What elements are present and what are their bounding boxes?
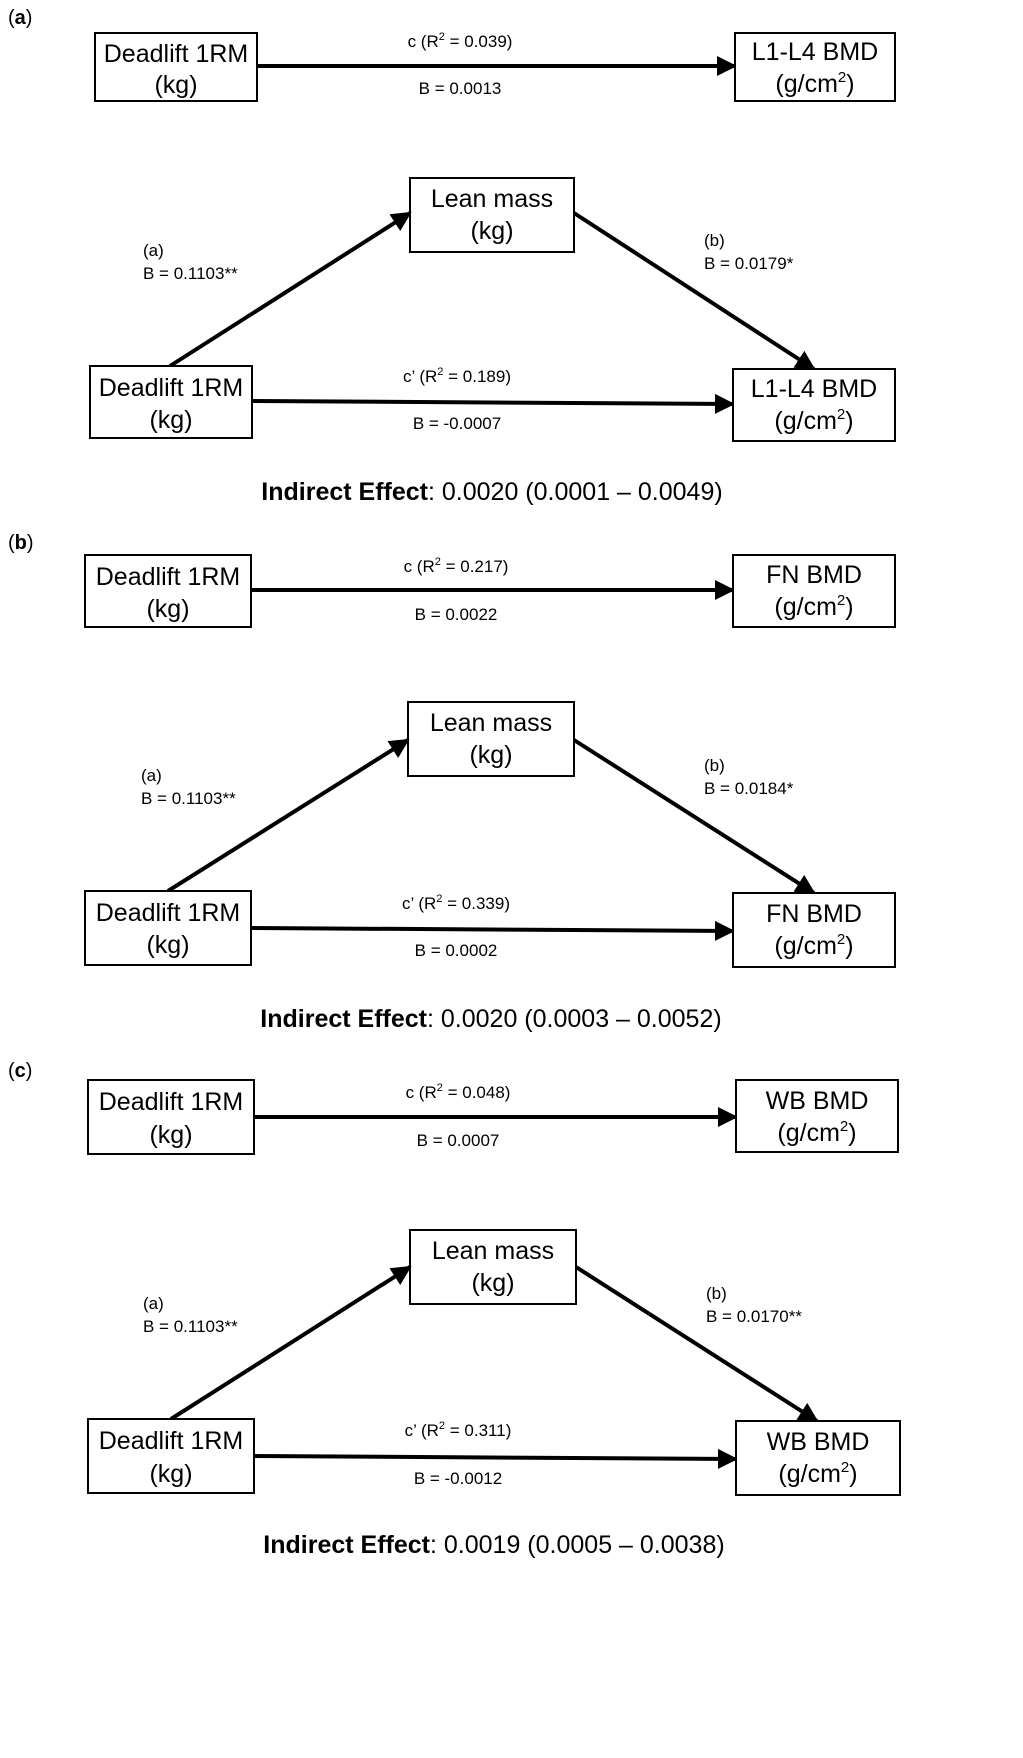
- path-c-prime-label: c’ (R2 = 0.339): [402, 893, 510, 913]
- indirect-effect: Indirect Effect: 0.0020 (0.0003 – 0.0052…: [260, 1005, 721, 1033]
- deadlift-box: Deadlift 1RM (kg): [94, 32, 258, 102]
- path-a-coefficient: B = 0.1103**: [141, 789, 236, 808]
- svg-text:(kg): (kg): [149, 1121, 192, 1149]
- panel-label: (c): [8, 1060, 32, 1082]
- path-b-coefficient: B = 0.0184*: [704, 779, 794, 798]
- path-a-label: (a): [143, 241, 164, 260]
- svg-text:Lean mass: Lean mass: [431, 185, 553, 213]
- svg-text:Lean mass: Lean mass: [430, 709, 552, 737]
- lean-mass-box: Lean mass (kg): [407, 701, 575, 777]
- path-c-coefficient: B = 0.0007: [417, 1131, 500, 1150]
- svg-text:Deadlift 1RM: Deadlift 1RM: [104, 40, 249, 68]
- svg-text:(g/cm2): (g/cm2): [778, 1459, 857, 1488]
- svg-text:WB BMD: WB BMD: [766, 1087, 869, 1115]
- path-b-label: (b): [704, 756, 725, 775]
- svg-text:L1-L4 BMD: L1-L4 BMD: [752, 38, 878, 66]
- path-b-coefficient: B = 0.0179*: [704, 254, 794, 273]
- svg-text:Deadlift 1RM: Deadlift 1RM: [99, 1088, 244, 1116]
- deadlift-box: Deadlift 1RM (kg): [84, 890, 252, 966]
- svg-text:FN BMD: FN BMD: [766, 561, 862, 589]
- path-b-label: (b): [704, 231, 725, 250]
- svg-text:Deadlift 1RM: Deadlift 1RM: [99, 374, 244, 402]
- path-c-prime-arrow: [251, 393, 735, 414]
- path-c-label: c (R2 = 0.039): [408, 31, 513, 51]
- svg-text:Deadlift 1RM: Deadlift 1RM: [99, 1427, 244, 1455]
- bmd-box: FN BMD (g/cm2): [732, 892, 896, 968]
- bmd-box: WB BMD (g/cm2): [735, 1420, 901, 1496]
- path-b-label: (b): [706, 1284, 727, 1303]
- svg-text:(g/cm2): (g/cm2): [774, 931, 853, 960]
- path-a-coefficient: B = 0.1103**: [143, 1317, 238, 1336]
- path-c-prime-coefficient: B = -0.0012: [414, 1469, 502, 1488]
- path-a-label: (a): [143, 1294, 164, 1313]
- svg-text:Deadlift 1RM: Deadlift 1RM: [96, 563, 241, 591]
- path-c-prime-label: c’ (R2 = 0.311): [405, 1420, 512, 1440]
- path-b-arrow: [574, 1265, 819, 1423]
- svg-text:(kg): (kg): [146, 931, 189, 959]
- panel-label: (a): [8, 7, 32, 29]
- path-c-prime-coefficient: B = -0.0007: [413, 414, 501, 433]
- panel-c: (c) Deadlift 1RM (kg) c (R2 = 0.048) B =…: [8, 1060, 901, 1559]
- bmd-box: FN BMD (g/cm2): [732, 554, 896, 628]
- svg-text:Deadlift 1RM: Deadlift 1RM: [96, 899, 241, 927]
- path-a-arrow: [166, 738, 410, 893]
- path-c-label: c (R2 = 0.217): [404, 556, 509, 576]
- lean-mass-box: Lean mass (kg): [409, 1229, 577, 1305]
- path-b-coefficient: B = 0.0170**: [706, 1307, 802, 1326]
- path-c-prime-coefficient: B = 0.0002: [415, 941, 498, 960]
- svg-text:(kg): (kg): [470, 217, 513, 245]
- svg-text:(g/cm2): (g/cm2): [777, 1118, 856, 1147]
- panel-label: (b): [8, 532, 34, 554]
- svg-text:Lean mass: Lean mass: [432, 1237, 554, 1265]
- path-a-label: (a): [141, 766, 162, 785]
- path-b-arrow: [572, 738, 816, 895]
- bmd-box: WB BMD (g/cm2): [735, 1079, 899, 1153]
- path-c-prime-label: c’ (R2 = 0.189): [403, 366, 511, 386]
- bmd-box: L1-L4 BMD (g/cm2): [734, 32, 896, 102]
- svg-text:(g/cm2): (g/cm2): [775, 69, 854, 98]
- deadlift-box: Deadlift 1RM (kg): [87, 1079, 255, 1155]
- panel-b: (b) Deadlift 1RM (kg) c (R2 = 0.217) B =…: [8, 532, 896, 1033]
- path-a-coefficient: B = 0.1103**: [143, 264, 238, 283]
- path-a-arrow: [169, 1265, 412, 1421]
- deadlift-box: Deadlift 1RM (kg): [89, 365, 253, 439]
- svg-text:(kg): (kg): [149, 1460, 192, 1488]
- svg-text:(kg): (kg): [149, 406, 192, 434]
- svg-text:(kg): (kg): [154, 71, 197, 99]
- path-c-coefficient: B = 0.0013: [419, 79, 502, 98]
- path-c-coefficient: B = 0.0022: [415, 605, 498, 624]
- indirect-effect: Indirect Effect: 0.0020 (0.0001 – 0.0049…: [261, 478, 722, 506]
- svg-text:(kg): (kg): [471, 1269, 514, 1297]
- svg-text:(kg): (kg): [146, 595, 189, 623]
- path-c-prime-arrow: [250, 920, 735, 941]
- lean-mass-box: Lean mass (kg): [409, 177, 575, 253]
- path-b-arrow: [572, 211, 816, 371]
- path-a-arrow: [168, 211, 412, 368]
- path-c-prime-arrow: [253, 1448, 738, 1469]
- bmd-box: L1-L4 BMD (g/cm2): [732, 368, 896, 442]
- svg-text:WB BMD: WB BMD: [767, 1428, 870, 1456]
- svg-text:(kg): (kg): [469, 741, 512, 769]
- panel-a: (a) Deadlift 1RM (kg) c (R2 = 0.039) B =…: [8, 7, 896, 506]
- deadlift-box: Deadlift 1RM (kg): [84, 554, 252, 628]
- svg-text:(g/cm2): (g/cm2): [774, 592, 853, 621]
- indirect-effect: Indirect Effect: 0.0019 (0.0005 – 0.0038…: [263, 1531, 724, 1559]
- svg-text:L1-L4 BMD: L1-L4 BMD: [751, 375, 877, 403]
- svg-text:(g/cm2): (g/cm2): [774, 406, 853, 435]
- deadlift-box: Deadlift 1RM (kg): [87, 1418, 255, 1494]
- path-c-label: c (R2 = 0.048): [406, 1082, 511, 1102]
- svg-text:FN BMD: FN BMD: [766, 900, 862, 928]
